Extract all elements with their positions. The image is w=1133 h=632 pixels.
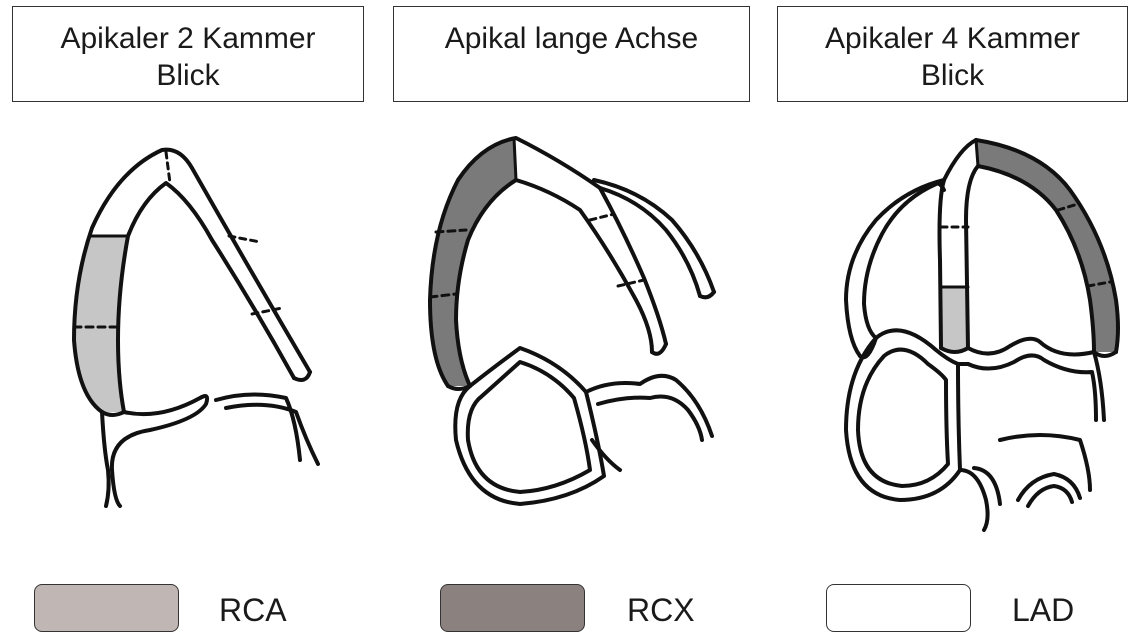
legend-swatch-rca	[34, 584, 179, 632]
legend-swatch-rcx	[440, 584, 585, 632]
legend-label-rcx: RCX	[627, 590, 695, 630]
segment-rcx-long-axis	[430, 138, 516, 386]
legend-swatch-lad	[826, 584, 971, 632]
legend-label-lad: LAD	[1012, 590, 1074, 630]
diagram-apical-long-axis	[430, 138, 714, 504]
diagram-apical-4-chamber	[846, 140, 1118, 530]
diagram-apical-2-chamber	[74, 150, 318, 506]
segment-rca-4ch	[941, 287, 968, 352]
legend-label-rca: RCA	[219, 590, 287, 630]
